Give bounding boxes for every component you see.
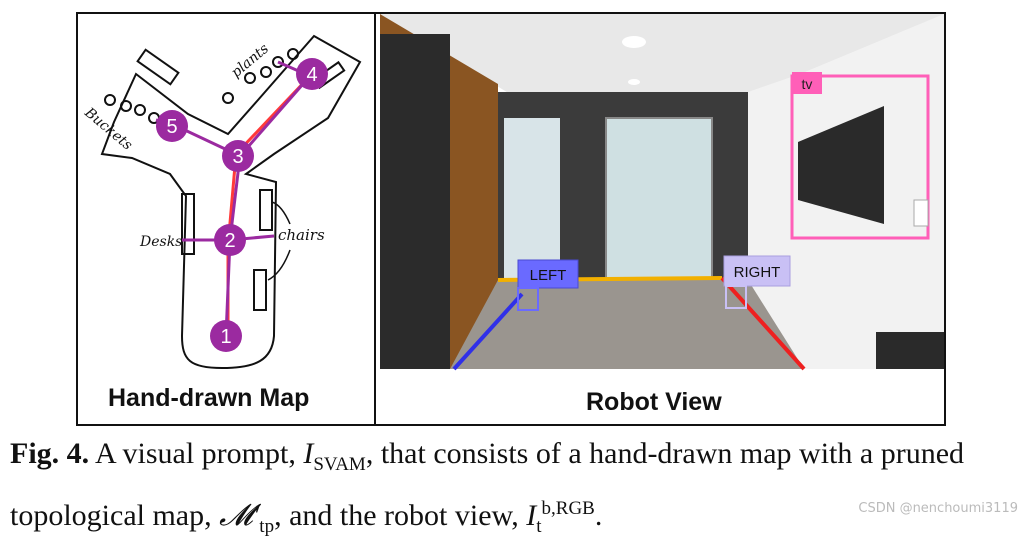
- map-node-2: 2: [214, 224, 246, 256]
- map-node-1: 1: [210, 320, 242, 352]
- robot-view-panel: tv LEFT RIGHT Robot View: [380, 14, 944, 424]
- label-desks: Desks: [139, 234, 182, 250]
- math-subscript: tp: [259, 516, 275, 537]
- caption-text: , that consists of a hand-drawn map with…: [10, 437, 965, 532]
- trash-bin: [876, 332, 944, 369]
- svg-text:3: 3: [232, 146, 243, 168]
- left-tag: [517, 259, 579, 289]
- figure-number: Fig. 4.: [10, 437, 90, 470]
- left-direction-line: [452, 292, 524, 371]
- label-plants: plants: [228, 41, 272, 81]
- panel-divider: [374, 12, 376, 426]
- map-node-4: 4: [296, 58, 328, 90]
- math-subscript: SVAM: [313, 454, 366, 475]
- chair-rect-1: [259, 189, 273, 231]
- svg-text:2: 2: [224, 230, 235, 252]
- tv-label-text: tv: [802, 76, 813, 92]
- arrow-icon: [271, 201, 291, 225]
- corridor-outline: [100, 34, 362, 370]
- right-tag-anchor: [725, 285, 747, 309]
- svg-text:5: 5: [166, 116, 177, 138]
- figure-caption: Fig. 4. A visual prompt, ISVAM, that con…: [10, 432, 1010, 549]
- desk-rect: [181, 193, 195, 255]
- red-route: [226, 74, 312, 336]
- chair-rect-2: [253, 269, 267, 311]
- bucket-circles: [104, 94, 160, 124]
- right-direction-line: [720, 276, 806, 371]
- robot-view-image: tv LEFT RIGHT: [380, 14, 944, 371]
- map-node-5: 5: [156, 110, 188, 142]
- furniture-rect: [136, 48, 180, 86]
- watermark: CSDN @nenchoumi3119: [858, 501, 1018, 516]
- svg-text:4: 4: [306, 64, 317, 86]
- caption-text: , and the robot view,: [274, 499, 527, 532]
- label-chairs: chairs: [278, 226, 325, 244]
- floor: [450, 280, 804, 369]
- glass-window: [504, 118, 560, 278]
- wall-switch: [913, 199, 929, 227]
- tv-label-tag: [792, 72, 822, 94]
- left-tag-anchor: [517, 287, 539, 311]
- left-tag-text: LEFT: [530, 267, 567, 284]
- caption-text: .: [594, 499, 603, 532]
- tv-bounding-box: [790, 74, 930, 240]
- left-door: [380, 34, 450, 369]
- tv-screen: [798, 106, 884, 224]
- caption-text: A visual prompt,: [89, 437, 304, 470]
- map-node-3: 3: [222, 140, 254, 172]
- glass-door: [605, 117, 713, 281]
- right-tag-text: RIGHT: [734, 264, 781, 281]
- plant-circles: [222, 48, 299, 104]
- ceiling-light: [628, 79, 640, 85]
- hand-drawn-map-panel: 1 2 3 4 5 plants Buckets Desks chairs Ha…: [78, 14, 374, 424]
- hand-drawn-map-illustration: 1 2 3 4 5 plants Buckets Desks chairs: [81, 34, 362, 370]
- ceiling-light: [622, 36, 646, 48]
- arrow-icon: [267, 249, 291, 281]
- math-symbol: I: [526, 499, 537, 532]
- math-symbol: 𝓜′: [219, 499, 260, 532]
- math-superscript: b,RGB: [541, 498, 595, 519]
- math-subscript: t: [536, 516, 542, 537]
- right-tag: [723, 255, 791, 287]
- svg-text:1: 1: [220, 326, 231, 348]
- left-panel-label: Hand-drawn Map: [108, 384, 310, 412]
- math-symbol: I: [303, 437, 314, 470]
- right-panel-label: Robot View: [586, 388, 722, 416]
